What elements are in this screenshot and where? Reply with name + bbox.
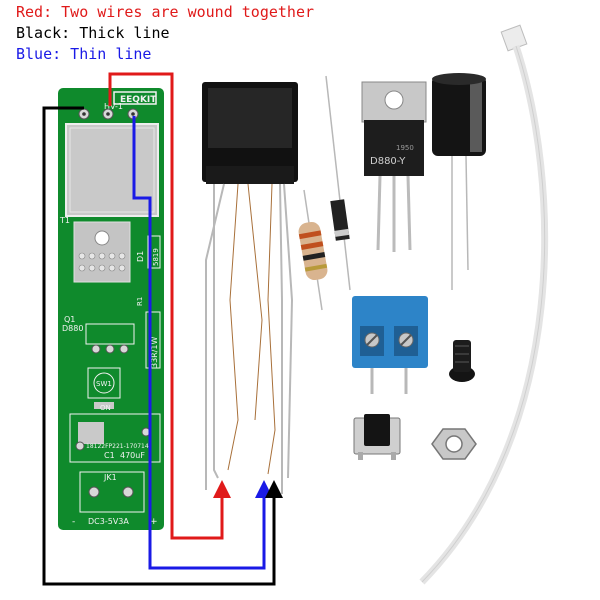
resistor [298,189,328,311]
pcb-r1-value: 33R/1W [150,336,159,368]
pcb-board: EEQKIT HV-1 T1 D1 5819 Q1 [58,88,164,530]
screw [449,340,475,382]
pcb-brand: EEQKIT [120,95,157,105]
terminal-block [352,296,428,394]
pcb-on: ON [100,404,111,412]
cable-tie [419,24,549,585]
transistor: D880-Y 1950 [361,81,427,252]
pcb-t1: T1 [59,216,70,225]
electrolytic-capacitor [432,73,486,290]
transistor-part: D880-Y [370,156,406,167]
hex-nut [431,428,477,460]
pcb-dc: DC3-5V3A [88,517,129,526]
legend-red: Red: Two wires are wound together [16,3,315,21]
pcb-c1: C1 [104,451,115,460]
pcb-d1: D1 [136,251,145,262]
red-wire-annotation [108,72,231,540]
legend-blue: Blue: Thin line [16,45,152,63]
pcb-jk1: JK1 [103,473,117,482]
hv-transformer [202,82,298,494]
pcb-minus: - [72,517,75,527]
pcb-r1: R1 [136,297,144,306]
black-wire-annotation [42,106,283,586]
pcb-d1-part: 5819 [152,248,160,266]
pcb-q1-part: D880 [62,324,83,333]
pcb-hv-label: HV-1 [104,102,123,111]
pcb-plus: + [150,517,158,527]
push-button [353,414,401,460]
legend-black: Black: Thick line [16,24,170,42]
diode [325,75,351,291]
pcb-c1-value: 470uF [120,451,145,460]
pcb-q1: Q1 [64,315,75,324]
transistor-code: 1950 [396,144,414,152]
pcb-sw1: SW1 [96,380,112,388]
pcb-code: 18122FP221-170714 [86,443,149,450]
